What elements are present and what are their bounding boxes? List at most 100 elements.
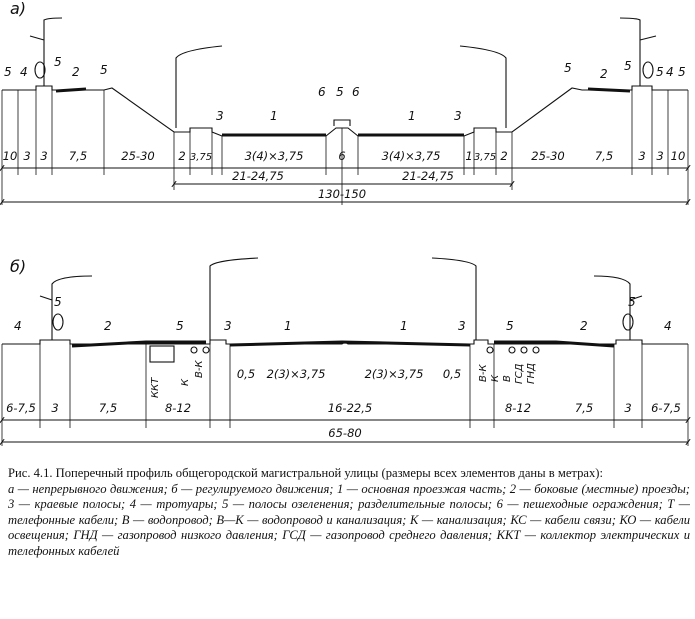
b-utility-label: В-К	[478, 364, 489, 382]
a-width-label: 3,75	[474, 152, 496, 163]
a-width-label: 7,5	[69, 149, 87, 163]
panel-a: а)	[0, 0, 691, 206]
panel-a-lamp-right	[619, 17, 657, 86]
panel-a-profile	[2, 85, 688, 137]
a-width-label: 7,5	[595, 149, 613, 163]
a-dim-roadway-right: 21-24,75	[402, 169, 454, 183]
panel-b-utility-pipe	[190, 346, 198, 354]
figure-caption: Рис. 4.1. Поперечный профиль общегородск…	[8, 466, 690, 560]
b-top-label: 2	[104, 319, 112, 333]
panel-a-section-lines	[1, 90, 689, 205]
a-top-label: 1	[408, 109, 416, 123]
b-utility-label: В-К	[194, 360, 205, 378]
a-width-label: 6	[338, 149, 345, 163]
panel-b-utility-pipe	[202, 346, 210, 354]
caption-title: Рис. 4.1. Поперечный профиль общегородск…	[8, 466, 603, 480]
b-utility-label: ГНД	[526, 363, 537, 384]
b-top-label: 5	[506, 319, 514, 333]
panel-b-cable-collector	[149, 345, 175, 363]
a-width-label: 25-30	[531, 149, 564, 163]
a-width-label: 3	[40, 149, 47, 163]
b-dim-total: 65-80	[328, 426, 361, 440]
b-utility-label: К	[180, 378, 191, 386]
panel-a-lamp-center-left	[175, 45, 223, 128]
a-top-label: 5	[624, 59, 632, 73]
a-width-label: 3	[638, 149, 645, 163]
a-width-label: 3(4)×3,75	[245, 149, 304, 163]
b-width-label: 7,5	[99, 401, 117, 415]
panel-a-letter: а)	[10, 0, 26, 18]
panel-b-pavement	[71, 340, 615, 348]
b-top-label: 1	[284, 319, 292, 333]
panel-a-lamp-center-right	[459, 45, 507, 128]
b-top-label: 5	[54, 295, 62, 309]
a-top-label: 6	[318, 85, 326, 99]
panel-b-utility-pipe	[486, 346, 494, 354]
caption-legend: а — непрерывного движения; б — регулируе…	[8, 481, 690, 558]
b-width-label: 3	[51, 401, 58, 415]
panel-b-lamp-right	[593, 275, 643, 340]
panel-a-lamp-left	[29, 17, 63, 86]
b-width-label: 0,5	[443, 367, 461, 381]
panel-b: б)	[0, 257, 691, 446]
panel-a-tree-right	[642, 61, 654, 79]
a-top-label: 5	[564, 61, 572, 75]
a-top-label: 3	[454, 109, 462, 123]
b-utility-label: ККТ	[150, 377, 161, 398]
panel-b-lamp-center-left	[209, 257, 259, 340]
a-top-label: 3	[216, 109, 224, 123]
b-width-label: 2(3)×3,75	[365, 367, 424, 381]
a-width-label: 3(4)×3,75	[382, 149, 441, 163]
a-top-label: 4	[666, 65, 674, 79]
panel-b-tree-right	[622, 313, 634, 331]
b-top-label: 4	[664, 319, 672, 333]
b-width-label: 7,5	[575, 401, 593, 415]
b-top-label: 3	[224, 319, 232, 333]
b-top-label: 5	[628, 295, 636, 309]
a-width-label: 2	[178, 149, 185, 163]
a-top-label: 4	[20, 65, 28, 79]
b-utility-label: ГСД	[514, 363, 525, 384]
a-width-label: 1	[465, 149, 472, 163]
b-utility-label: В	[502, 375, 513, 382]
b-width-label: 8-12	[505, 401, 531, 415]
a-width-label: 25-30	[121, 149, 154, 163]
b-width-label: 3	[624, 401, 631, 415]
a-dim-total: 130-150	[318, 187, 366, 201]
panel-b-letter: б)	[10, 257, 26, 276]
b-utility-label: К	[490, 374, 501, 382]
b-width-label: 0,5	[237, 367, 255, 381]
a-top-label: 2	[600, 67, 608, 81]
panel-a-fence	[333, 119, 351, 126]
a-top-label: 5	[678, 65, 686, 79]
b-top-label: 5	[176, 319, 184, 333]
a-width-label: 10	[3, 149, 18, 163]
panel-a-tree-left	[34, 61, 46, 79]
a-top-label: 2	[72, 65, 80, 79]
b-top-label: 4	[14, 319, 22, 333]
b-top-label: 2	[580, 319, 588, 333]
panel-b-lamp-center-right	[431, 257, 477, 340]
a-dim-roadway-left: 21-24,75	[232, 169, 284, 183]
b-width-label: 6-7,5	[6, 401, 36, 415]
panel-b-utility-pipe	[532, 346, 540, 354]
panel-b-utility-pipe	[520, 346, 528, 354]
b-top-label: 1	[400, 319, 408, 333]
a-width-label: 3	[656, 149, 663, 163]
a-top-label: 6	[352, 85, 360, 99]
a-top-label: 5	[4, 65, 12, 79]
panel-b-utility-pipe	[508, 346, 516, 354]
a-top-label: 5	[336, 85, 344, 99]
a-top-label: 5	[100, 63, 108, 77]
a-width-label: 3	[23, 149, 30, 163]
b-dim-center: 16-22,5	[328, 401, 372, 415]
a-width-label: 3,75	[190, 152, 212, 163]
a-top-label: 5	[656, 65, 664, 79]
panel-b-tree-left	[52, 313, 64, 331]
a-top-label: 5	[54, 55, 62, 69]
b-width-label: 6-7,5	[651, 401, 681, 415]
panel-b-lamp-left	[39, 275, 93, 340]
b-width-label: 8-12	[165, 401, 191, 415]
a-width-label: 2	[500, 149, 507, 163]
panel-a-pavement	[55, 87, 631, 137]
